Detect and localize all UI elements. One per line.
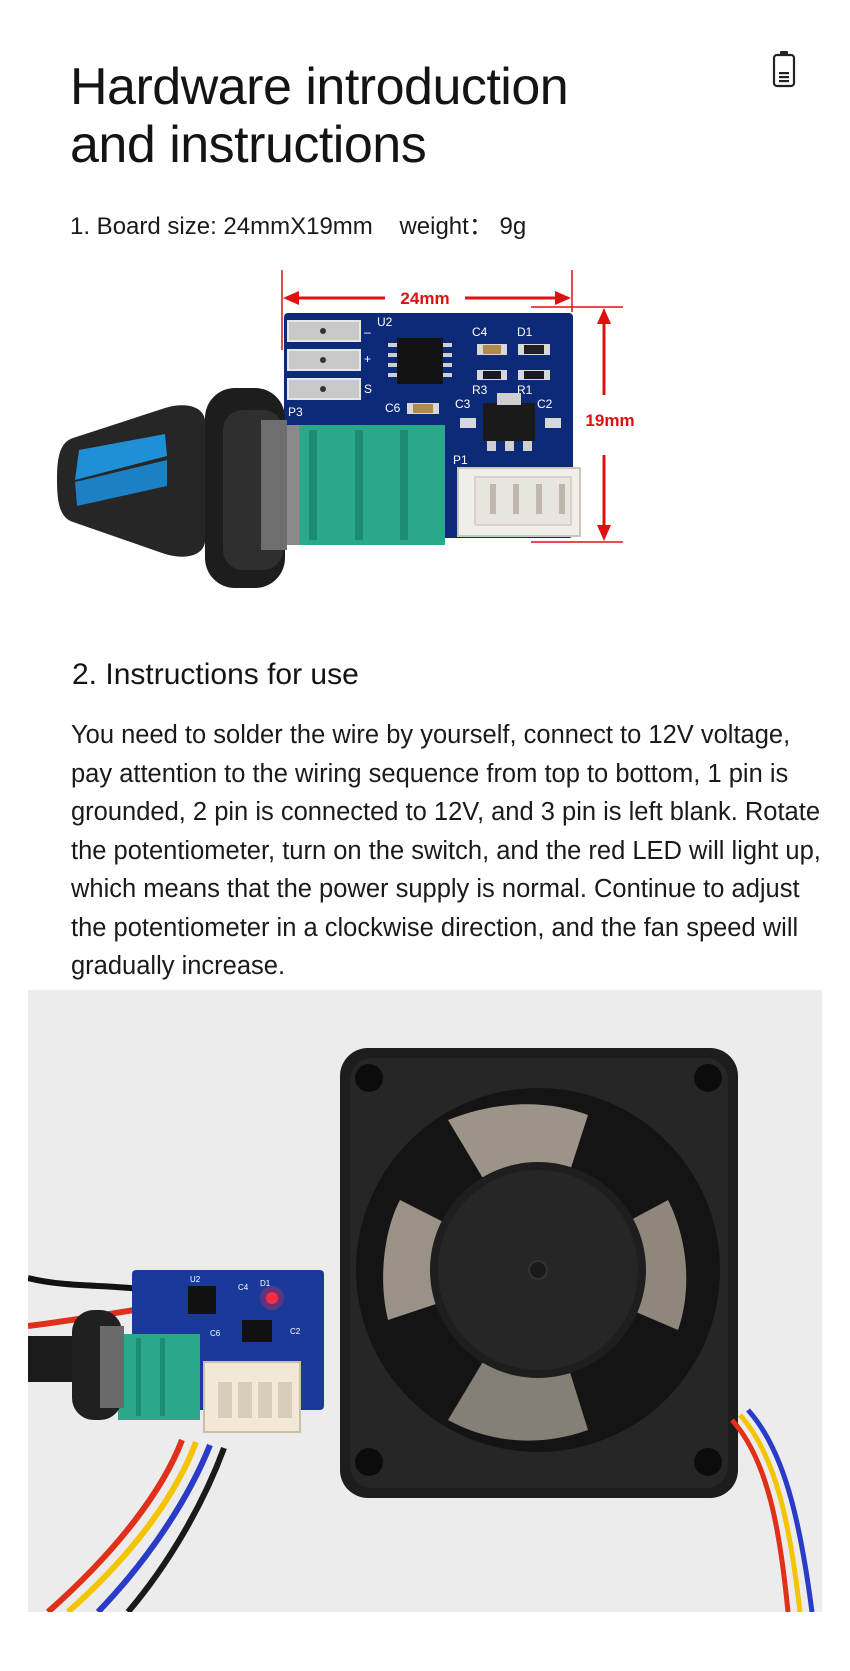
width-dimension-label: 24mm <box>400 289 449 308</box>
board-figure: 24mm 19mm U2 – + S C4 D1 R3 R1 C6 C3 C2 … <box>57 270 635 588</box>
photo-label-u2: U2 <box>190 1275 201 1284</box>
section-heading: 2. Instructions for use <box>72 658 359 691</box>
ic-chip <box>397 338 443 384</box>
red-led <box>266 1292 278 1304</box>
demo-photo-drawing: U2 C4 D1 P3 C6 C2 <box>28 1048 815 1612</box>
label-d1: D1 <box>517 325 533 339</box>
photo-label-d1: D1 <box>260 1279 271 1288</box>
label-c6: C6 <box>385 401 401 415</box>
label-c4: C4 <box>472 325 488 339</box>
demo-photo: U2 C4 D1 P3 C6 C2 <box>28 990 822 1612</box>
photo-label-c2: C2 <box>290 1327 301 1336</box>
label-u2: U2 <box>377 315 393 329</box>
height-dimension-label: 19mm <box>585 411 634 430</box>
title-line-2: and instructions <box>70 116 427 174</box>
photo-label-c4: C4 <box>238 1283 249 1292</box>
battery-icon <box>772 51 796 88</box>
board-spec: 1. Board size: 24mmX19mm weight： 9g <box>70 213 527 240</box>
photo-label-c6: C6 <box>210 1329 221 1338</box>
cooling-fan <box>340 1048 815 1612</box>
label-minus: – <box>364 325 371 339</box>
label-r3: R3 <box>472 383 488 397</box>
page-title: Hardware introduction and instructions <box>70 58 630 174</box>
label-p3: P3 <box>288 405 303 419</box>
label-c3: C3 <box>455 397 471 411</box>
label-s: S <box>364 382 372 396</box>
title-line-1: Hardware introduction <box>70 58 569 116</box>
label-plus: + <box>364 352 371 366</box>
label-p1: P1 <box>453 453 468 467</box>
instructions-paragraph: You need to solder the wire by yourself,… <box>71 721 821 980</box>
label-c2: C2 <box>537 397 553 411</box>
